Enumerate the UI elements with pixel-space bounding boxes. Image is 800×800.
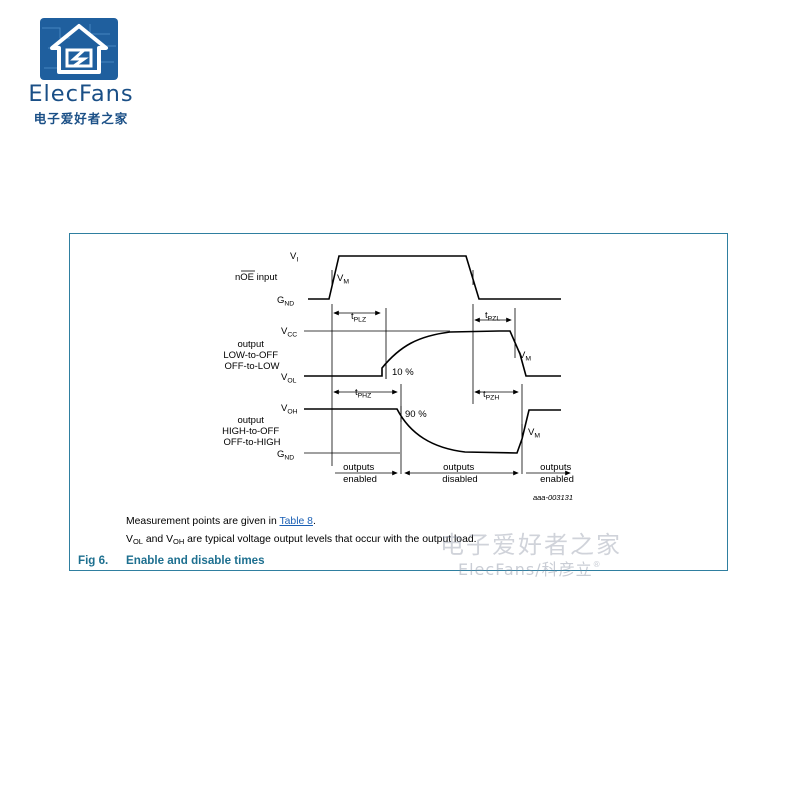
timing-diagram: VI GND VCC VOL VOH GND nOE input output …: [222, 251, 574, 502]
figure-code: aaa-003131: [533, 493, 573, 502]
measurement-note: Measurement points are given in Table 8.: [126, 516, 316, 527]
output-high-label: output HIGH-to-OFF OFF-to-HIGH: [222, 415, 282, 448]
threshold-90-label: 90 %: [405, 409, 427, 420]
logo-brand-name: ElecFans: [28, 81, 134, 107]
high-output-waveform: [304, 408, 561, 454]
figure-frame: VI GND VCC VOL VOH GND nOE input output …: [69, 233, 728, 571]
figure-title: Enable and disable times: [126, 554, 265, 567]
outputs-enabled-right-label: outputs enabled: [540, 462, 574, 485]
tpzh-label: tPZH: [483, 389, 499, 402]
level-vol-label: VOL: [281, 372, 297, 385]
outputs-enabled-left-label: outputs enabled: [343, 462, 377, 485]
low-output-waveform: [304, 330, 561, 377]
level-gnd-label-high: GND: [277, 449, 294, 462]
outputs-disabled-label: outputs disabled: [442, 462, 477, 485]
vm-label-input: VM: [337, 273, 349, 286]
figure-number: Fig 6.: [78, 554, 109, 567]
threshold-10-label: 10 %: [392, 367, 414, 378]
house-logo-icon: [40, 18, 118, 80]
level-gnd-label-input: GND: [277, 295, 294, 308]
voltage-levels-note: VOL and VOH are typical voltage output l…: [126, 534, 477, 546]
vm-label-low: VM: [519, 350, 531, 363]
tplz-label: tPLZ: [351, 311, 366, 324]
output-low-label: output LOW-to-OFF OFF-to-LOW: [223, 339, 280, 372]
vm-label-high: VM: [528, 427, 540, 440]
tpzl-label: tPZL: [485, 310, 500, 323]
noe-input-label: nOE input: [235, 272, 278, 283]
table-8-link[interactable]: Table 8: [279, 516, 313, 527]
level-vcc-label: VCC: [281, 326, 297, 339]
watermark-chinese: 电子爱好者之家: [440, 531, 622, 559]
watermark-english: ElecFans/科彦立®: [458, 560, 602, 579]
noe-input-waveform: [308, 255, 561, 300]
tphz-label: tPHZ: [355, 387, 371, 400]
level-voh-label: VOH: [281, 403, 298, 416]
elecfans-logo[interactable]: ElecFans 电子爱好者之家: [20, 16, 142, 128]
logo-tagline: 电子爱好者之家: [33, 111, 129, 126]
level-vi-label: VI: [290, 251, 298, 264]
